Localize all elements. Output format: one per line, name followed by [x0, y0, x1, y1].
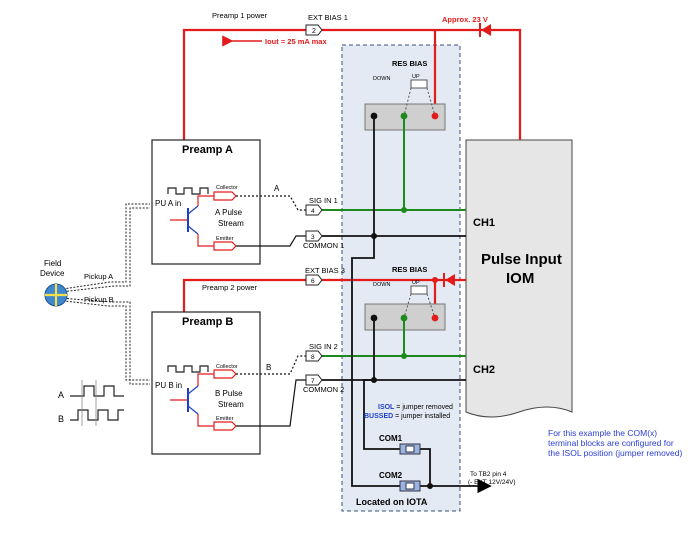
- com1-label: COM1: [379, 434, 403, 443]
- junction-dots: [370, 112, 439, 489]
- ext-bias3-label: EXT BIAS 3: [305, 266, 345, 275]
- preamp1-power-label: Preamp 1 power: [212, 11, 268, 20]
- sig-in2-label: SIG IN 2: [309, 342, 338, 351]
- down-label-top: DOWN: [373, 76, 390, 82]
- preamp-b-box: [151, 311, 261, 455]
- com2-label: COM2: [379, 471, 403, 480]
- preamp-output-wiring: [236, 195, 306, 427]
- pickup-a-label: Pickup A: [84, 272, 113, 281]
- field-device-line1: Field: [44, 259, 61, 268]
- preamp-b-input-label: PU B in: [155, 381, 182, 390]
- preamp-a-stream-1: A Pulse: [215, 208, 243, 217]
- signal-b-label: B: [266, 363, 271, 372]
- preamp-a-title: Preamp A: [182, 144, 233, 156]
- preamp-a-box: [151, 139, 261, 265]
- preamp-b-title: Preamp B: [182, 316, 233, 328]
- located-on-iota: Located on IOTA: [356, 497, 428, 507]
- ch1-label: CH1: [473, 217, 495, 229]
- quadrature-waveforms: [70, 380, 124, 426]
- sig-in1-label: SIG IN 1: [309, 196, 338, 205]
- preamp-b-collector: Collector: [216, 364, 238, 370]
- preamp-b-stream-1: B Pulse: [215, 389, 243, 398]
- preamp-a-input-label: PU A in: [155, 199, 181, 208]
- res-bias-label-top: RES BIAS: [392, 59, 427, 68]
- up-label-top: UP: [412, 74, 420, 80]
- preamp-a-internals: [167, 187, 237, 251]
- signal-a-label: A: [274, 184, 280, 193]
- ext-bias3-pin: 6: [311, 278, 315, 285]
- preamp-b-internals: [167, 365, 237, 431]
- jumper-icon: [403, 79, 436, 319]
- pickup-b-label: Pickup B: [84, 295, 114, 304]
- common1-pin: 3: [311, 234, 315, 241]
- common2-label: COMMON 2: [303, 385, 344, 394]
- preamp-a-stream-2: Stream: [218, 219, 244, 228]
- tb2-line1: To TB2 pin 4: [470, 471, 507, 478]
- field-device-icon: [44, 283, 68, 307]
- tb2-line2: (- EXT 12V/24V): [468, 479, 516, 486]
- preamp-a-collector: Collector: [216, 185, 238, 191]
- iom-title-line1: Pulse Input: [481, 251, 562, 268]
- iom-title-line2: IOM: [506, 270, 534, 287]
- approx-voltage-label: Approx. 23 V: [442, 15, 488, 24]
- ext-bias1-label: EXT BIAS 1: [308, 13, 348, 22]
- wave-b-label: B: [58, 414, 64, 424]
- field-device-line2: Device: [40, 269, 65, 278]
- common2-pin: 7: [311, 378, 315, 385]
- preamp-b-emitter: Emitter: [216, 416, 234, 422]
- signal-wiring: [320, 116, 466, 357]
- ext-bias1-pin: 2: [312, 28, 316, 35]
- sig-in2-pin: 8: [311, 354, 315, 361]
- configuration-note: For this example the COM(x) terminal blo…: [548, 428, 683, 458]
- iom-module: [465, 139, 573, 418]
- isol-key: ISOL = jumper removed: [378, 404, 453, 411]
- preamp-a-emitter: Emitter: [216, 236, 234, 242]
- com-jumpers: [399, 443, 421, 492]
- up-label-bottom: UP: [412, 280, 420, 286]
- preamp-b-stream-2: Stream: [218, 400, 244, 409]
- common-wiring: [320, 116, 492, 494]
- terminal-connectors: [305, 24, 323, 386]
- sig-in1-pin: 4: [311, 208, 315, 215]
- bussed-key: BUSSED = jumper installed: [364, 413, 450, 420]
- down-label-bottom: DOWN: [373, 282, 390, 288]
- common1-label: COMMON 1: [303, 241, 344, 250]
- res-bias-label-bottom: RES BIAS: [392, 265, 427, 274]
- preamp2-power-label: Preamp 2 power: [202, 283, 258, 292]
- wave-a-label: A: [58, 390, 64, 400]
- iout-label: Iout = 25 mA max: [265, 37, 327, 46]
- ch2-label: CH2: [473, 364, 495, 376]
- diode-icon: [443, 273, 455, 287]
- pickup-cabling: [55, 203, 150, 385]
- power-wiring: [182, 28, 522, 312]
- diode-icon: [479, 23, 491, 37]
